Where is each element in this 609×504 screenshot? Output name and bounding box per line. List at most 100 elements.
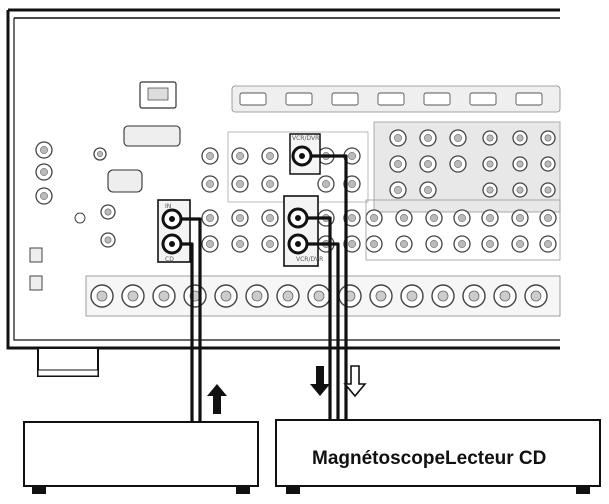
rca-jack <box>231 235 249 253</box>
rca-jack <box>201 235 219 253</box>
speaker-terminal <box>307 284 331 308</box>
preout-jack <box>453 235 471 253</box>
rca-jack <box>201 147 219 165</box>
remote-jack <box>93 147 107 161</box>
rca-jack <box>231 147 249 165</box>
component-jack <box>482 182 498 198</box>
rca-jack <box>343 147 361 165</box>
cd-cable <box>181 217 202 422</box>
speaker-terminal <box>493 284 517 308</box>
speaker-terminal <box>183 284 207 308</box>
ethernet-port <box>139 81 177 109</box>
filled-arrow-up-icon <box>207 384 227 414</box>
speaker-terminal <box>152 284 176 308</box>
preout-jack <box>365 235 383 253</box>
preout-jack <box>425 235 443 253</box>
vcr-cable <box>307 154 348 420</box>
receiver-rear-panel <box>6 8 560 377</box>
component-jack <box>540 182 556 198</box>
component-jack <box>389 129 407 147</box>
rca-jack <box>343 175 361 193</box>
rca-jack <box>261 147 279 165</box>
preout-jack <box>539 209 557 227</box>
rca-jack <box>343 235 361 253</box>
rca-jack <box>201 209 219 227</box>
preout-jack <box>511 209 529 227</box>
rca-jack <box>201 175 219 193</box>
preout-jack <box>453 209 471 227</box>
preout-jack <box>481 209 499 227</box>
left-jack-column <box>29 141 116 291</box>
filled-arrow-down-icon <box>310 366 330 396</box>
ground-terminal <box>74 212 86 224</box>
digital-jack <box>35 187 53 205</box>
phono-jack <box>100 204 116 220</box>
cd-label: CD <box>165 256 174 263</box>
component-jack <box>389 155 407 173</box>
component-jack <box>512 130 528 146</box>
preout-jack <box>395 235 413 253</box>
speaker-terminal <box>121 284 145 308</box>
rca-jack <box>231 209 249 227</box>
phono-jack <box>100 232 116 248</box>
speaker-terminal <box>462 284 486 308</box>
component-video-block <box>373 121 561 213</box>
preout-jack <box>425 209 443 227</box>
preout-jack <box>365 209 383 227</box>
component-jack <box>540 156 556 172</box>
cd-input-jacks: IN CD <box>157 199 191 263</box>
rca-jack <box>261 209 279 227</box>
rca-jack-matrix <box>201 131 561 261</box>
vcr-in-label: VCR/DVR <box>296 256 323 263</box>
rca-jack <box>261 235 279 253</box>
component-jack <box>449 129 467 147</box>
component-jack <box>389 181 407 199</box>
digital-jack <box>35 163 53 181</box>
rs232-port <box>107 125 181 193</box>
trigger-port <box>29 275 43 291</box>
component-jack <box>482 130 498 146</box>
cd-player-device <box>23 421 259 494</box>
rca-jack <box>317 175 335 193</box>
right-device-label: MagnétoscopeLecteur CD <box>312 448 546 469</box>
hdmi-port-row <box>231 85 561 113</box>
preout-jack <box>539 235 557 253</box>
component-jack <box>540 130 556 146</box>
speaker-terminal <box>214 284 238 308</box>
component-jack <box>512 156 528 172</box>
speaker-terminal <box>400 284 424 308</box>
rca-jack <box>231 175 249 193</box>
component-jack <box>419 181 437 199</box>
component-jack <box>482 156 498 172</box>
preout-jack <box>481 235 499 253</box>
rca-jack <box>261 175 279 193</box>
hdmi-port <box>331 92 359 106</box>
speaker-terminal <box>90 284 114 308</box>
digital-jack <box>35 141 53 159</box>
component-jack <box>512 182 528 198</box>
vcr-device: MagnétoscopeLecteur CD <box>275 419 601 494</box>
outline-arrow-down-icon <box>343 365 367 398</box>
cd-in-label: IN <box>165 203 171 210</box>
hdmi-port <box>515 92 543 106</box>
speaker-terminal <box>276 284 300 308</box>
component-jack <box>449 155 467 173</box>
vcr-dvr-jacks: VCR/DVR VCR/DVR <box>283 133 323 267</box>
component-jack <box>419 155 437 173</box>
vcr-out-label: VCR/DVR <box>292 135 319 142</box>
trigger-port <box>29 247 43 263</box>
hdmi-port <box>285 92 313 106</box>
hdmi-port <box>469 92 497 106</box>
rca-jack <box>343 209 361 227</box>
speaker-terminal <box>338 284 362 308</box>
hdmi-port <box>239 92 267 106</box>
preout-jack <box>395 209 413 227</box>
speaker-terminal <box>431 284 455 308</box>
hdmi-port <box>377 92 405 106</box>
speaker-terminal-row <box>85 275 561 317</box>
component-jack <box>419 129 437 147</box>
hdmi-port <box>423 92 451 106</box>
speaker-terminal <box>245 284 269 308</box>
speaker-terminal <box>369 284 393 308</box>
